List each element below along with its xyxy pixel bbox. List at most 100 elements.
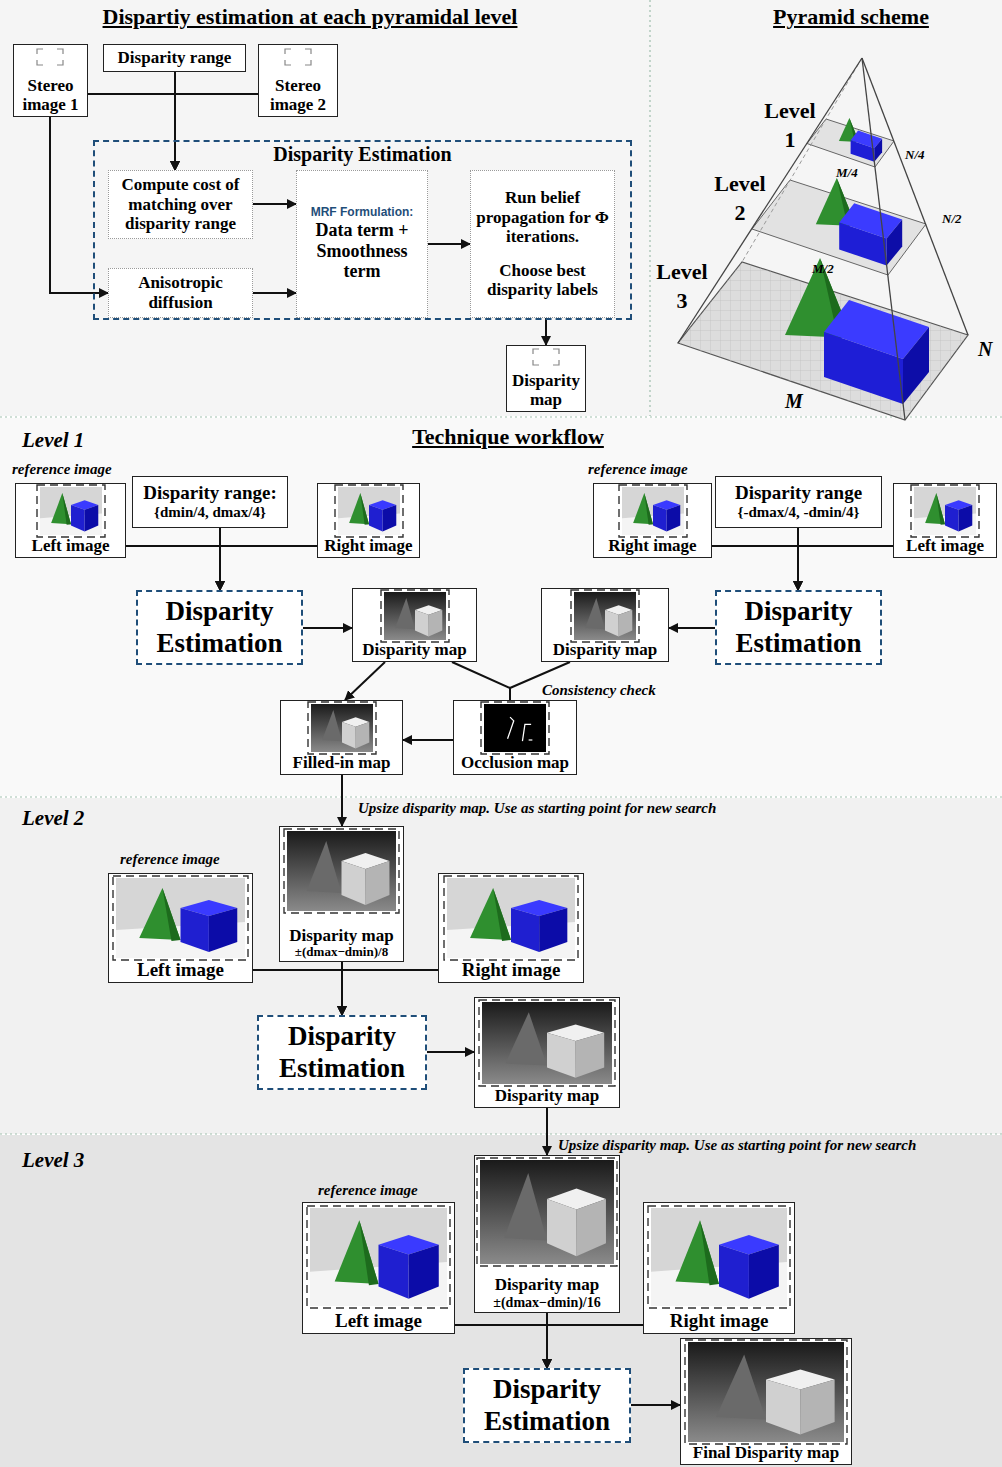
- connector-arrow: [455, 1325, 547, 1368]
- annotation: reference image: [588, 461, 688, 478]
- node-title: Left image: [305, 1310, 452, 1332]
- image-box: Disparity map: [541, 588, 669, 662]
- connector-arrow: [88, 94, 175, 170]
- estimation-box: Disparity Estimation: [136, 590, 303, 665]
- process-box: MRF Formulation:Data term + Smoothness t…: [296, 170, 428, 318]
- level-band: [0, 1135, 1002, 1467]
- connector-arrow: [341, 775, 343, 826]
- annotation: M/2: [812, 262, 834, 277]
- level-label: M: [785, 390, 803, 413]
- divider: [0, 796, 1002, 797]
- level-label: Level 3: [651, 258, 713, 315]
- level-label: Level 3: [22, 1148, 84, 1172]
- section-heading: Technique workflow: [412, 424, 604, 449]
- divider: [0, 1133, 1002, 1134]
- level-label: Level 1: [759, 97, 821, 154]
- connector-arrow: [428, 243, 470, 245]
- level-band: [0, 418, 1002, 796]
- node-title: Disparity range: [719, 482, 878, 504]
- process-box: Compute cost of matching over disparity …: [108, 170, 253, 239]
- image-box: Right image: [643, 1202, 795, 1334]
- connector-arrow: [253, 292, 296, 294]
- node-title: Disparity Estimation: [719, 596, 878, 658]
- connector-arrow: [126, 546, 220, 590]
- node-title: Compute cost of matching over disparity …: [113, 175, 248, 234]
- node-title: Left image: [18, 536, 123, 556]
- node-title: MRF Formulation:: [301, 206, 423, 220]
- node-title: Disparity Estimation: [140, 596, 299, 658]
- connector-arrow: [253, 970, 342, 1015]
- image-box: Disparity map±(dmax−dmin)/16: [474, 1155, 620, 1313]
- dashed-frames: [37, 485, 979, 1444]
- annotation: reference image: [120, 851, 220, 868]
- node-title: Right image: [646, 1310, 792, 1332]
- range-box: Disparity range:{dmin/4, dmax/4}: [132, 476, 288, 528]
- node-text: {-dmax/4, -dmin/4}: [719, 504, 878, 521]
- pyramid-illustration: [678, 58, 968, 420]
- connector-arrow: [403, 739, 453, 741]
- connector-arrow: [712, 546, 798, 590]
- edge-label: Upsize disparity map. Use as starting po…: [356, 800, 718, 817]
- connector-arrow: [631, 1404, 680, 1406]
- image-box: Stereo image 2: [258, 44, 338, 117]
- node-title: Filled-in map: [283, 753, 400, 773]
- range-box: Disparity range: [103, 44, 246, 72]
- image-box: Occlusion map: [453, 700, 577, 775]
- annotation: reference image: [318, 1182, 418, 1199]
- node-title: Disparity map: [544, 640, 666, 660]
- level-band: [0, 798, 1002, 1134]
- connector-arrow: [220, 546, 317, 590]
- node-title: Disparity range:: [136, 482, 284, 504]
- estimation-box: Disparity Estimation: [715, 590, 882, 665]
- level-label: Level 1: [22, 428, 84, 452]
- connector-arrow: [547, 1325, 643, 1368]
- level-label: Level 2: [22, 806, 84, 830]
- divider: [0, 416, 1002, 417]
- estimation-box: Disparity Estimation: [257, 1015, 427, 1090]
- node-title: Stereo image 1: [16, 76, 85, 115]
- level-label: N: [978, 338, 992, 361]
- connector-arrow: [546, 1108, 548, 1155]
- annotation: M/4: [836, 166, 858, 181]
- image-box: Right image: [593, 483, 712, 558]
- image-box: Left image: [302, 1202, 455, 1334]
- process-box: Run belief propagation for Φ iterations.…: [470, 170, 615, 318]
- node-title: Occlusion map: [456, 753, 574, 773]
- node-title: Disparity Estimation: [95, 143, 630, 166]
- node-title: Disparity Estimation: [261, 1021, 423, 1083]
- node-title: Run belief propagation for Φ iterations.: [475, 188, 610, 247]
- connector-arrow: [253, 203, 296, 205]
- image-box: Disparity map: [352, 588, 477, 662]
- image-box: Right image: [438, 873, 584, 983]
- image-thumbnails: [13, 44, 997, 1465]
- top-panel: [0, 0, 1002, 416]
- node-text: {dmin/4, dmax/4}: [136, 504, 284, 521]
- group-box: Disparity EstimationCompute cost of matc…: [93, 140, 632, 320]
- image-box: Left image: [893, 483, 997, 558]
- node-title: Disparity map: [477, 1275, 617, 1295]
- connector-arrow: [50, 117, 108, 293]
- node-title: Right image: [596, 536, 709, 556]
- node-title: Final Disparity map: [683, 1443, 849, 1463]
- section-heading: Pyramid scheme: [773, 4, 929, 29]
- node-text: ±(dmax−dmin)/16: [477, 1295, 617, 1311]
- edge-label: Consistency check: [540, 682, 658, 699]
- image-box: Left image: [108, 873, 253, 983]
- node-title: Stereo image 2: [261, 76, 335, 115]
- node-title: Left image: [111, 959, 250, 981]
- node-text: Choose best disparity labels: [475, 261, 610, 300]
- annotation: N/4: [905, 148, 925, 163]
- node-title: Disparity map: [355, 640, 474, 660]
- node-title: Anisotropic diffusion: [113, 273, 248, 312]
- node-title: Right image: [441, 959, 581, 981]
- node-text: Data term + Smoothness term: [301, 220, 423, 282]
- node-title: Disparity map: [509, 371, 583, 410]
- connector-arrow: [669, 627, 715, 629]
- annotation: reference image: [12, 461, 112, 478]
- image-box: Left image: [15, 483, 126, 558]
- image-box: Stereo image 1: [13, 44, 88, 117]
- node-title: Disparity map: [477, 1086, 617, 1106]
- connector-arrow: [452, 662, 510, 700]
- connector-arrow: [345, 662, 385, 700]
